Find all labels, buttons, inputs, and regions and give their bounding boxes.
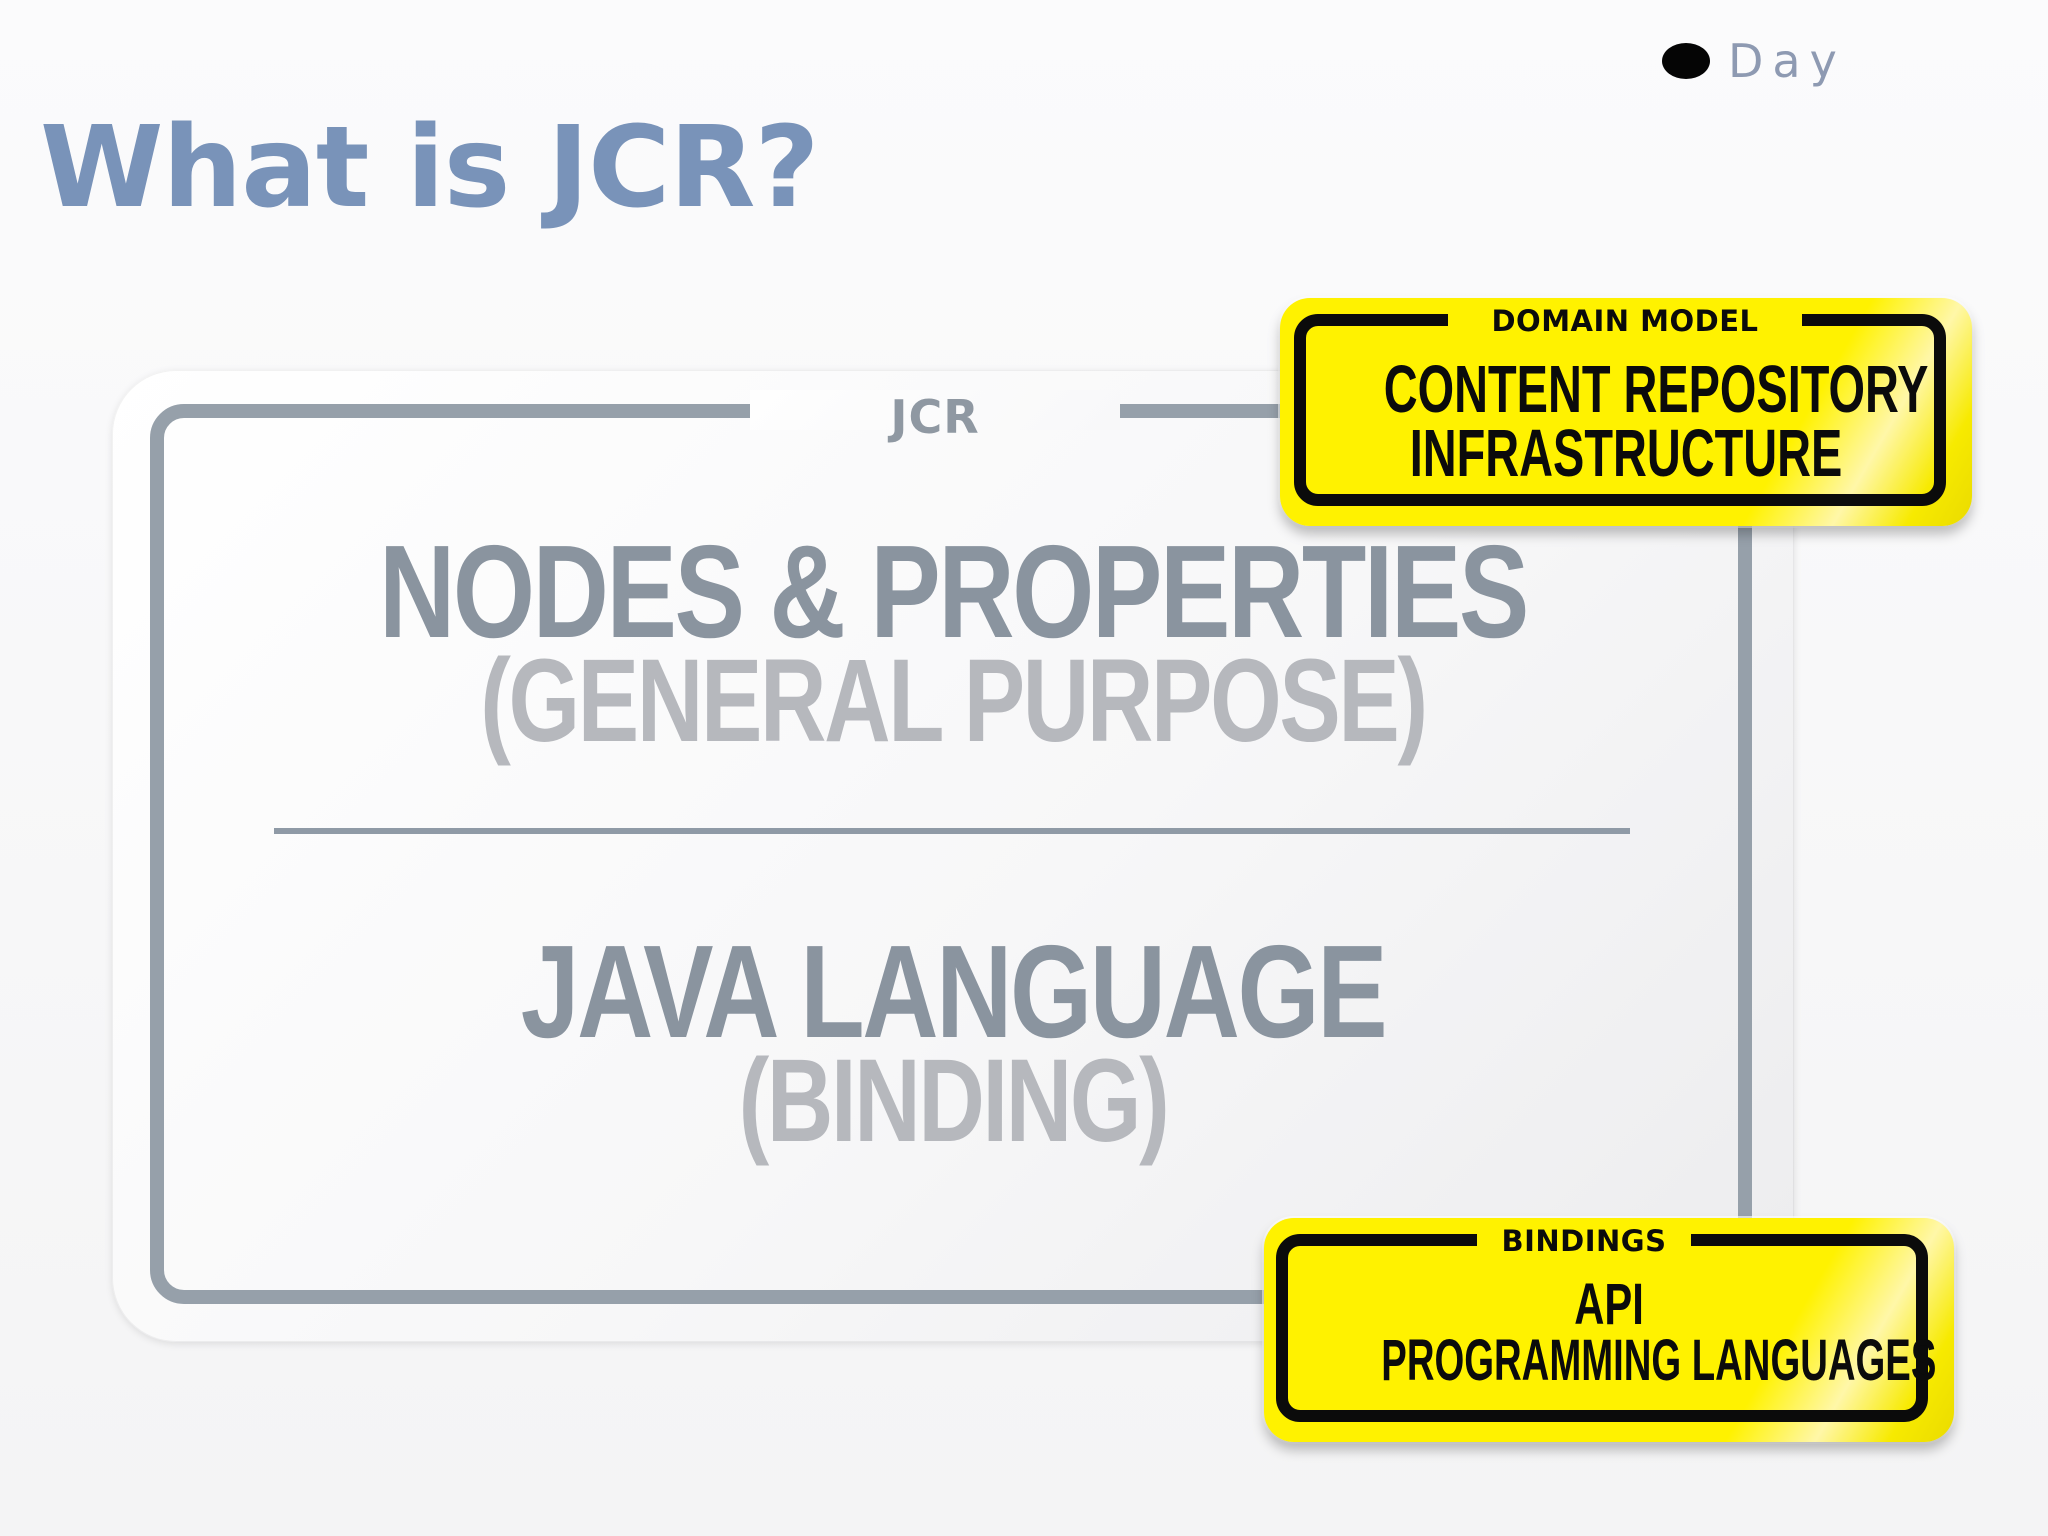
slide-title: What is JCR? [40,103,820,233]
day-mark: Day [1662,34,1846,88]
day-dot-icon [1662,43,1710,79]
general-purpose-qualifier: (GENERAL PURPOSE) [480,635,1428,767]
domain-model-sticker: DOMAIN MODEL CONTENT REPOSITORY INFRASTR… [1280,298,1972,526]
domain-model-tag: DOMAIN MODEL [1491,304,1759,338]
jcr-label: JCR [890,390,980,444]
nodes-properties-title: NODES & PROPERTIES [379,518,1529,665]
binding-qualifier: (BINDING) [738,1035,1170,1167]
bindings-sticker: BINDINGS API PROGRAMMING LANGUAGES [1264,1218,1954,1442]
bindings-tag-gap [1477,1230,1691,1260]
content-repository-text: CONTENT REPOSITORY [1383,352,1929,427]
jcr-panel: JCR NODES & PROPERTIES (GENERAL PURPOSE)… [112,370,1794,1342]
domain-model-tag-gap [1448,310,1802,340]
infrastructure-text: INFRASTRUCTURE [1409,416,1843,491]
bindings-tag: BINDINGS [1501,1224,1667,1258]
programming-languages-text: PROGRAMMING LANGUAGES [1381,1328,1937,1393]
day-label: Day [1728,34,1846,88]
api-text: API [1574,1272,1644,1337]
java-language-title: JAVA LANGUAGE [520,918,1388,1065]
layer-divider [274,828,1630,834]
jcr-label-gap [750,390,1120,430]
